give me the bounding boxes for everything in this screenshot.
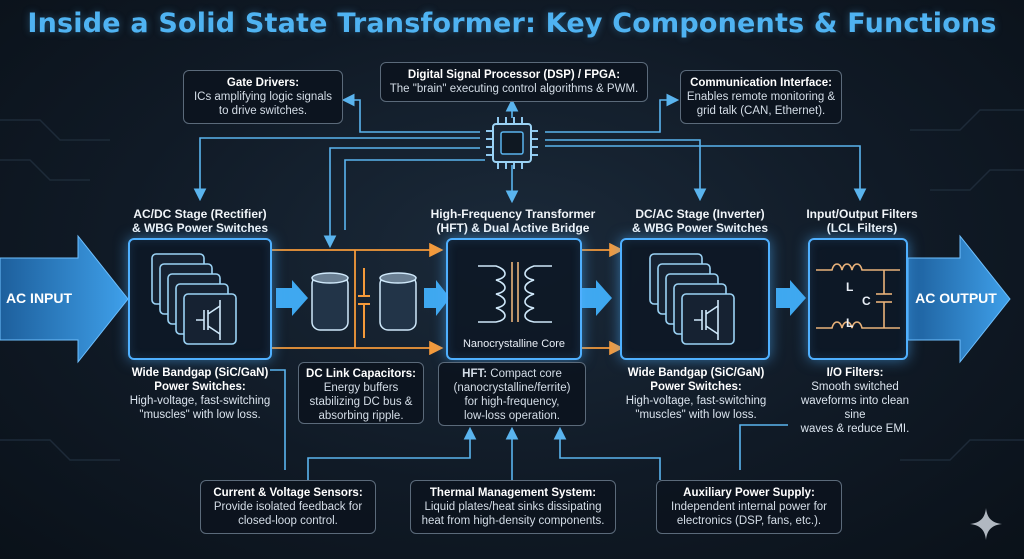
dsp-text: The "brain" executing control algorithms… [389,83,639,95]
dcac-title-line1: DC/AC Stage (Inverter) [635,207,765,221]
hft-stage-title: High-Frequency Transformer (HFT) & Dual … [418,207,608,235]
sensors-text-1: Provide isolated feedback for [213,501,363,513]
thermal-text-1: Liquid plates/heat sinks dissipating [424,501,602,513]
wbg1-heading-2: Power Switches: [154,381,246,393]
wbg2-text-1: High-voltage, fast-switching [625,395,767,407]
sparkle-icon [970,508,1002,540]
gate-drivers-text-2: to drive switches. [218,105,308,117]
caps-text-3: absorbing ripple. [318,410,404,422]
wbg1-text-2: "muscles" with low loss. [139,409,261,421]
page-title: Inside a Solid State Transformer: Key Co… [27,8,997,39]
filters-stage-title: Input/Output Filters (LCL Filters) [792,207,932,235]
comm-text: Enables remote monitoring & [686,91,836,103]
ac-output-arrow [907,234,1011,364]
dcac-stage-title: DC/AC Stage (Inverter) & WBG Power Switc… [620,207,780,235]
gate-drivers-heading: Gate Drivers: [226,77,300,89]
ac-input-arrow [0,234,129,364]
hft-desc-text-0: Compact core [490,368,562,380]
io-filters-desc: I/O Filters: Smooth switched waveforms i… [790,366,920,436]
acdc-title-line1: AC/DC Stage (Rectifier) [133,207,267,221]
gate-drivers-box: Gate Drivers: ICs amplifying logic signa… [183,70,343,124]
wbg-switches-desc-1: Wide Bandgap (SiC/GaN) Power Switches: H… [118,366,282,422]
caps-heading: DC Link Capacitors: [306,368,416,380]
transformer-icon [478,262,552,323]
sensors-text-2: closed-loop control. [238,515,338,527]
capacitor-label: C [862,294,871,308]
aux-power-box: Auxiliary Power Supply: Independent inte… [656,480,842,534]
aux-text-1: Independent internal power for [671,501,827,513]
sensors-box: Current & Voltage Sensors: Provide isola… [200,480,376,534]
dsp-heading: Digital Signal Processor (DSP) / FPGA: [407,69,621,81]
thermal-text-2: heat from high-density components. [421,515,605,527]
comm-text-2: grid talk (CAN, Ethernet). [696,105,826,117]
dsp-chip-icon [486,117,538,169]
acdc-title-line2: & WBG Power Switches [131,221,269,235]
comm-heading: Communication Interface: [690,77,832,89]
aux-text-2: electronics (DSP, fans, etc.). [676,515,822,527]
wbg1-heading-1: Wide Bandgap (SiC/GaN) [131,367,269,379]
wbg2-heading-2: Power Switches: [650,381,742,393]
aux-heading: Auxiliary Power Supply: [683,487,815,499]
filters-title-line2: (LCL Filters) [826,221,898,235]
hft-panel: Nanocrystalline Core [446,238,582,360]
hft-desc-text-2: for high-frequency, [464,396,560,408]
dc-link-capacitors-box: DC Link Capacitors: Energy buffers stabi… [298,362,424,424]
wbg-switches-desc-2: Wide Bandgap (SiC/GaN) Power Switches: H… [614,366,778,422]
dcac-stage-panel [620,238,770,360]
nanocrystalline-core-label: Nanocrystalline Core [462,338,566,350]
filt-text-3: waves & reduce EMI. [800,423,910,435]
gate-drivers-text: ICs amplifying logic signals [193,91,333,103]
hft-desc-text-1: (nanocrystalline/ferrite) [453,382,571,394]
wbg1-text-1: High-voltage, fast-switching [129,395,271,407]
comm-interface-box: Communication Interface: Enables remote … [680,70,842,124]
hft-title-line2: (HFT) & Dual Active Bridge [436,221,590,235]
hft-desc-heading: HFT: [462,368,488,380]
hft-desc-text-3: low-loss operation. [464,410,560,422]
thermal-heading: Thermal Management System: [429,487,597,499]
dsp-box: Digital Signal Processor (DSP) / FPGA: T… [380,62,648,102]
lcl-filter-panel: L C L [808,238,908,360]
ac-input-label: AC INPUT [5,290,73,306]
power-switch-stack-icon-2 [649,253,735,345]
wbg2-heading-1: Wide Bandgap (SiC/GaN) [627,367,765,379]
sensors-heading: Current & Voltage Sensors: [213,487,363,499]
caps-text-2: stabilizing DC bus & [309,396,413,408]
acdc-stage-panel [128,238,272,360]
dc-link-capacitors-icon [311,268,417,338]
filters-title-line1: Input/Output Filters [806,207,918,221]
inductor-label-2: L [846,316,854,330]
hft-title-line1: High-Frequency Transformer [430,207,596,221]
wbg2-text-2: "muscles" with low loss. [635,409,757,421]
power-switch-stack-icon [151,253,237,345]
thermal-box: Thermal Management System: Liquid plates… [410,480,616,534]
acdc-stage-title: AC/DC Stage (Rectifier) & WBG Power Swit… [120,207,280,235]
ac-output-label: AC OUTPUT [915,290,997,306]
inductor-label-1: L [846,280,854,294]
lcl-circuit-icon [816,263,900,329]
hft-desc-box: HFT: Compact core (nanocrystalline/ferri… [438,362,586,426]
caps-text-1: Energy buffers [323,382,399,394]
filt-heading: I/O Filters: [826,367,884,379]
filt-text-2: waveforms into clean sine [800,395,910,421]
dcac-title-line2: & WBG Power Switches [631,221,769,235]
filt-text-1: Smooth switched [811,381,899,393]
